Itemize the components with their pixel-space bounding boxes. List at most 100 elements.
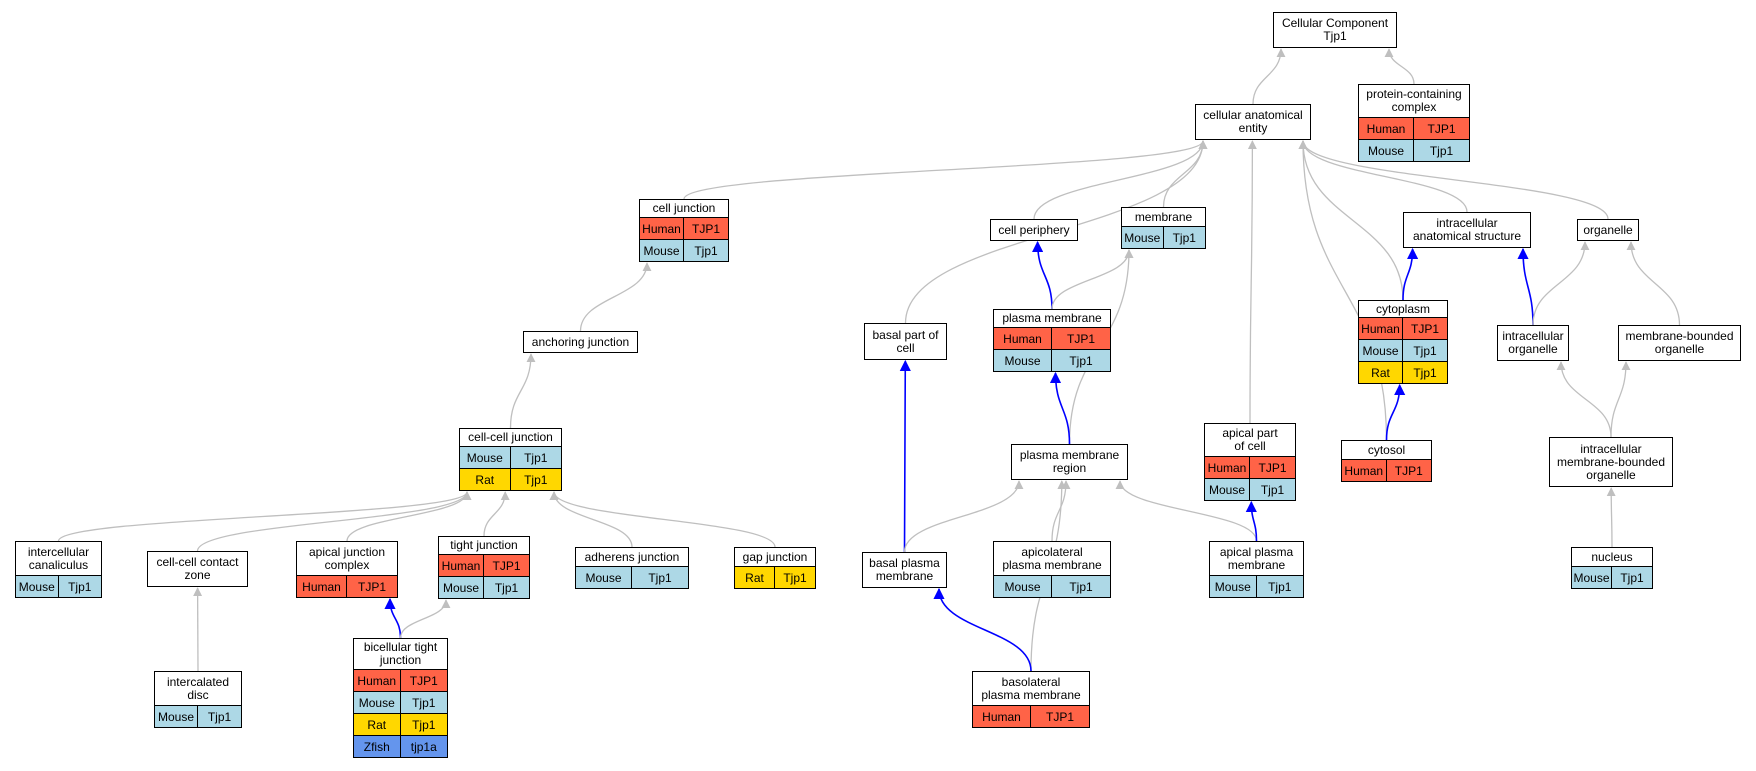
- gene-cell: TJP1: [1427, 121, 1456, 136]
- node-title: cellular anatomical entity: [1203, 108, 1303, 135]
- node-title: cytosol: [1367, 442, 1406, 457]
- node-title: apical plasma membrane: [1219, 544, 1294, 572]
- node-title: intracellular organelle: [1502, 329, 1564, 356]
- species-cell: Mouse: [1359, 140, 1414, 161]
- edge-aj-to-cj: [579, 262, 652, 332]
- gene-cell: TJP1: [357, 579, 386, 594]
- gene-cell: Tjp1: [648, 570, 672, 585]
- species-cell: Human: [1342, 460, 1387, 481]
- node-title: protein-containing complex: [1366, 87, 1462, 114]
- species-cell: Mouse: [1572, 567, 1612, 588]
- edge-tj-to-ccj: [483, 491, 510, 537]
- node-ias[interactable]: intracellular anatomical structure: [1403, 212, 1531, 248]
- edge-ias-to-cae: [1298, 140, 1468, 213]
- species-cell: Mouse: [354, 692, 401, 713]
- edge-iorg-to-ias: [1517, 247, 1534, 326]
- node-pmr[interactable]: plasma membrane region: [1011, 444, 1128, 480]
- node-title: basolateral plasma membrane: [981, 674, 1081, 702]
- node-imbo[interactable]: intracellular membrane-bounded organelle: [1549, 437, 1673, 487]
- species-cell: Mouse: [994, 350, 1052, 371]
- gene-cell: Tjp1: [207, 709, 232, 724]
- node-cccz[interactable]: cell-cell contact zone: [147, 551, 248, 587]
- gene-cell: Tjp1: [524, 472, 548, 487]
- species-cell: Rat: [460, 469, 511, 490]
- edge-cytosol-to-cyto: [1385, 383, 1406, 441]
- node-title: organelle: [1583, 222, 1633, 237]
- species-cell: Mouse: [1359, 340, 1403, 361]
- node-title: membrane: [1134, 209, 1193, 224]
- edge-org-to-cae: [1298, 140, 1609, 220]
- gene-cell: Tjp1: [1268, 579, 1292, 594]
- species-cell: Human: [439, 555, 484, 576]
- node-root[interactable]: Cellular Component Tjp1: [1273, 12, 1397, 48]
- edge-pmr-to-pm: [1049, 371, 1071, 445]
- edge-cccz-to-ccj: [196, 491, 472, 552]
- node-title: apicolateral plasma membrane: [1002, 544, 1102, 572]
- edge-cytosol-to-cae: [1298, 140, 1388, 441]
- species-cell: Human: [297, 576, 347, 597]
- node-title: plasma membrane: [1002, 311, 1102, 325]
- node-title: apical junction complex: [308, 544, 386, 572]
- edge-pm-to-mem: [1051, 249, 1134, 310]
- gene-cell: TJP1: [1410, 321, 1439, 336]
- edge-cyto-to-cae: [1298, 140, 1404, 301]
- node-org[interactable]: organelle: [1577, 219, 1639, 241]
- node-title: cell periphery: [998, 222, 1070, 237]
- species-cell: Mouse: [1210, 576, 1257, 597]
- node-mbo[interactable]: membrane-bounded organelle: [1618, 325, 1741, 361]
- edge-cj-to-cae: [683, 140, 1208, 200]
- gene-cell: Tjp1: [68, 579, 92, 594]
- edge-adj-to-ccj: [549, 491, 633, 548]
- node-bpm[interactable]: basal plasma membrane: [862, 552, 947, 588]
- edge-apm-to-pmr: [1115, 480, 1258, 542]
- edge-apm-to-apc: [1245, 500, 1258, 542]
- gene-row: Rat Tjp1: [460, 468, 561, 490]
- edge-cyto-to-ias: [1402, 247, 1419, 301]
- species-cell: Rat: [735, 567, 775, 588]
- species-cell: Mouse: [460, 447, 511, 468]
- edge-pcc-to-root: [1384, 48, 1415, 85]
- species-cell: Mouse: [640, 240, 684, 261]
- node-cae[interactable]: cellular anatomical entity: [1195, 104, 1311, 140]
- node-cper[interactable]: cell periphery: [990, 219, 1078, 241]
- gene-cell: Tjp1: [1172, 230, 1196, 245]
- node-aj[interactable]: anchoring junction: [523, 331, 638, 353]
- node-title: Cellular Component Tjp1: [1281, 16, 1389, 43]
- node-title: intracellular anatomical structure: [1412, 216, 1522, 243]
- edge-nuc-to-imbo: [1606, 487, 1616, 548]
- gene-cell: Tjp1: [1620, 570, 1644, 585]
- node-title: gap junction: [742, 549, 808, 564]
- node-iorg[interactable]: intracellular organelle: [1497, 325, 1569, 361]
- node-bpc[interactable]: basal part of cell: [864, 323, 947, 360]
- species-cell: Mouse: [439, 577, 484, 598]
